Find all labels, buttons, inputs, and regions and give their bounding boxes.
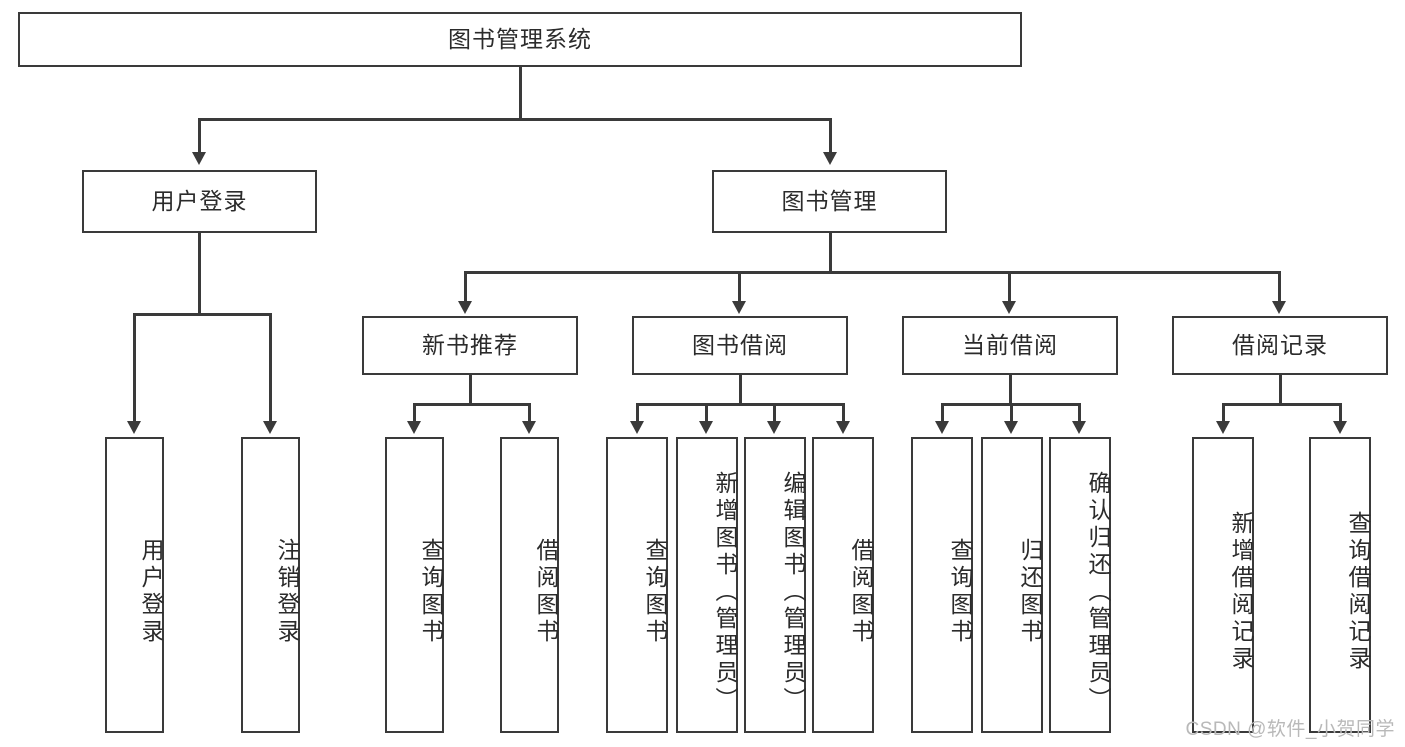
arrow-leaf-4 [630,421,644,434]
arrow-borrow-record [1272,301,1286,314]
node-current-borrow[interactable]: 当前借阅 [902,316,1118,375]
watermark-text: CSDN @软件_小贺同学 [1185,719,1395,740]
connector-user-login-stem [198,233,201,313]
leaf-label: 编辑图书（管理员） [780,470,806,714]
leaf-return-book[interactable]: 归还图书 [981,437,1043,733]
connector-drop-leaf-10 [1078,403,1081,423]
arrow-leaf-3 [522,421,536,434]
arrow-user-login [192,152,206,165]
leaf-label: 查询图书 [642,538,668,646]
node-book-management[interactable]: 图书管理 [712,170,947,233]
connector-drop-book-borrow [738,271,741,303]
connector-drop-leaf-0 [133,313,136,423]
leaf-user-login[interactable]: 用户登录 [105,437,164,733]
leaf-label: 归还图书 [1017,538,1043,646]
connector-root-stem [519,67,522,118]
connector-borrow-record-leaf-bus [1222,403,1341,406]
leaf-label: 注销登录 [274,538,300,646]
arrow-leaf-8 [935,421,949,434]
connector-new-book-leaf-bus [413,403,530,406]
leaf-add-borrow-record[interactable]: 新增借阅记录 [1192,437,1254,733]
leaf-label: 新增借阅记录 [1228,511,1254,673]
connector-drop-new-book [464,271,467,303]
leaf-label: 用户登录 [138,538,164,646]
leaf-borrow-book-newbook[interactable]: 借阅图书 [500,437,559,733]
leaf-logout[interactable]: 注销登录 [241,437,300,733]
arrow-leaf-6 [767,421,781,434]
arrow-book-borrow [732,301,746,314]
connector-drop-leaf-9 [1010,403,1013,423]
connector-drop-leaf-3 [528,403,531,423]
connector-book-borrow-leaf-bus [636,403,844,406]
connector-drop-leaf-2 [413,403,416,423]
connector-drop-leaf-4 [636,403,639,423]
leaf-label: 查询借阅记录 [1345,511,1371,673]
connector-drop-leaf-11 [1222,403,1225,423]
arrow-book-manage [823,152,837,165]
arrow-leaf-9 [1004,421,1018,434]
connector-book-manage-stem [829,233,832,271]
node-borrow-record[interactable]: 借阅记录 [1172,316,1388,375]
connector-drop-user-login [198,118,201,154]
connector-drop-book-manage [829,118,832,154]
leaf-query-borrow-record[interactable]: 查询借阅记录 [1309,437,1371,733]
arrow-new-book [458,301,472,314]
leaf-label: 确认归还（管理员） [1085,470,1111,714]
connector-user-login-leaf-bus [133,313,271,316]
leaf-label: 借阅图书 [533,538,559,646]
connector-drop-leaf-8 [941,403,944,423]
arrow-leaf-10 [1072,421,1086,434]
leaf-label: 新增图书（管理员） [712,470,738,714]
connector-new-book-stem [469,375,472,403]
connector-current-borrow-stem [1009,375,1012,403]
leaf-confirm-return-admin[interactable]: 确认归还（管理员） [1049,437,1111,733]
leaf-borrow-book[interactable]: 借阅图书 [812,437,874,733]
node-book-borrow[interactable]: 图书借阅 [632,316,848,375]
node-new-book-recommend[interactable]: 新书推荐 [362,316,578,375]
arrow-leaf-0 [127,421,141,434]
connector-drop-leaf-6 [773,403,776,423]
connector-drop-current-borrow [1008,271,1011,303]
connector-level1-bus [198,118,831,121]
leaf-label: 借阅图书 [848,538,874,646]
arrow-leaf-2 [407,421,421,434]
connector-book-borrow-stem [739,375,742,403]
connector-level2-bus [464,271,1280,274]
leaf-label: 查询图书 [947,538,973,646]
arrow-leaf-12 [1333,421,1347,434]
arrow-leaf-7 [836,421,850,434]
arrow-leaf-1 [263,421,277,434]
connector-drop-borrow-record [1278,271,1281,303]
leaf-query-book-current[interactable]: 查询图书 [911,437,973,733]
arrow-leaf-11 [1216,421,1230,434]
leaf-label: 查询图书 [418,538,444,646]
leaf-query-book-borrow[interactable]: 查询图书 [606,437,668,733]
connector-drop-leaf-12 [1339,403,1342,423]
arrow-leaf-5 [699,421,713,434]
node-root[interactable]: 图书管理系统 [18,12,1022,67]
leaf-query-book-newbook[interactable]: 查询图书 [385,437,444,733]
connector-borrow-record-stem [1279,375,1282,403]
connector-drop-leaf-5 [705,403,708,423]
leaf-edit-book-admin[interactable]: 编辑图书（管理员） [744,437,806,733]
leaf-add-book-admin[interactable]: 新增图书（管理员） [676,437,738,733]
connector-drop-leaf-1 [269,313,272,423]
arrow-current-borrow [1002,301,1016,314]
connector-drop-leaf-7 [842,403,845,423]
node-user-login[interactable]: 用户登录 [82,170,317,233]
